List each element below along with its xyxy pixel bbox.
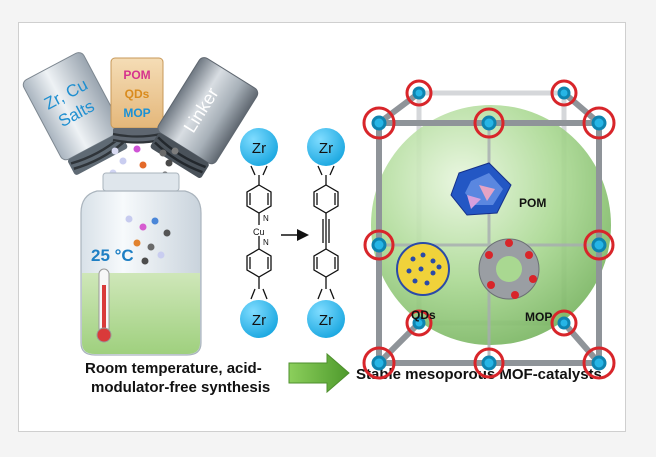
guest-bottle: POM QDs MOP bbox=[110, 57, 164, 144]
temperature-label: 25 °C bbox=[91, 246, 134, 265]
zr-node-bottom-left bbox=[240, 300, 278, 338]
mop-guest bbox=[478, 238, 540, 300]
qds-guest bbox=[396, 242, 450, 296]
pom-label: POM bbox=[519, 196, 546, 210]
figure-frame: Zr, Cu Salts POM QDs MOP Linker bbox=[18, 22, 626, 432]
mesopore-sphere bbox=[371, 105, 611, 345]
zr-label-bottom-right: Zr bbox=[319, 312, 333, 329]
nitrogen-label-top: N bbox=[263, 214, 269, 223]
left-caption-line2: modulator-free synthesis bbox=[91, 379, 270, 396]
pom-guest bbox=[450, 162, 512, 216]
zr-label-top-right: Zr bbox=[319, 140, 333, 157]
zr-node-top-left bbox=[240, 128, 278, 166]
guest-label-pom: POM bbox=[123, 68, 150, 82]
thermometer-icon bbox=[96, 268, 112, 343]
alkyne-linker: Zr Zr bbox=[307, 128, 345, 338]
nitrogen-label-bottom: N bbox=[263, 238, 269, 247]
reaction-jar: 25 °C bbox=[80, 172, 202, 356]
linker-bottle-threads bbox=[154, 136, 207, 174]
zr-label-bottom-left: Zr bbox=[252, 312, 266, 329]
qds-label: QDs bbox=[411, 308, 436, 322]
cu-pyridine-linker: Zr N Cu N Zr bbox=[240, 128, 278, 338]
mof-cage: POM QDs MOP bbox=[362, 79, 616, 380]
graphical-abstract: Zr, Cu Salts POM QDs MOP Linker bbox=[22, 52, 616, 396]
mop-label: MOP bbox=[525, 310, 552, 324]
zr-node-bottom-right bbox=[307, 300, 345, 338]
zr-cluster-nodes bbox=[362, 79, 616, 380]
left-caption-line1: Room temperature, acid- bbox=[85, 360, 262, 377]
guest-label-qds: QDs bbox=[125, 87, 150, 101]
zr-node-top-right bbox=[307, 128, 345, 166]
salts-bottle: Zr, Cu Salts bbox=[22, 52, 128, 175]
suspended-particles bbox=[125, 215, 171, 265]
copper-label: Cu bbox=[253, 227, 265, 237]
linker-bottle: Linker bbox=[150, 57, 259, 179]
guest-label-mop: MOP bbox=[123, 106, 150, 120]
big-green-arrow bbox=[288, 352, 350, 394]
zr-label-top-left: Zr bbox=[252, 140, 266, 157]
